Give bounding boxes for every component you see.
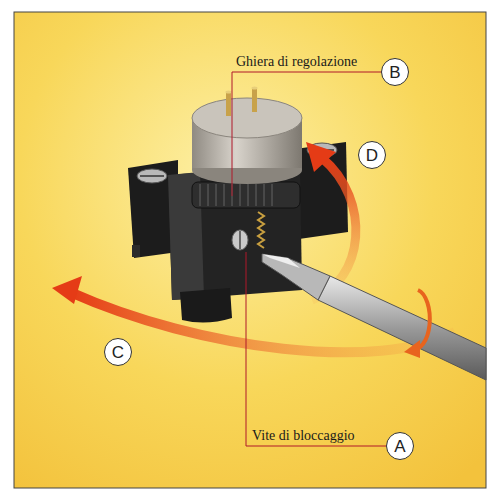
callout-circle: A [386, 432, 414, 460]
part-name: Ghiera di regolazione [236, 54, 357, 69]
callout-letter: C [112, 344, 124, 361]
callout-circle: D [358, 141, 386, 169]
callout-letter: D [366, 147, 378, 164]
callout-letter: A [394, 438, 405, 455]
part-name: Vite di bloccaggio [252, 428, 355, 443]
callout-circle: C [104, 338, 132, 366]
callout-circle: B [381, 58, 409, 86]
callout-letter: B [389, 64, 400, 81]
